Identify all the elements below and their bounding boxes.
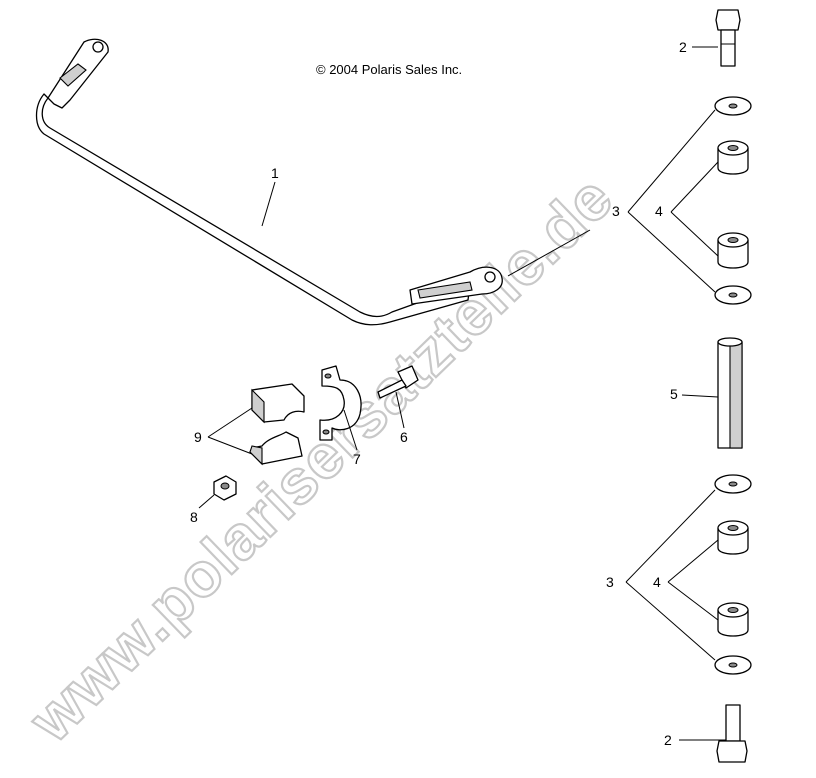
clamp-bushing-upper — [251, 383, 305, 424]
bushing-2 — [717, 232, 749, 269]
bushing-1 — [717, 140, 749, 175]
callout-2-top: 2 — [679, 39, 687, 55]
sleeve — [717, 337, 743, 449]
callout-8: 8 — [190, 509, 198, 525]
callout-2-bottom: 2 — [664, 732, 672, 748]
callout-9: 9 — [194, 429, 202, 445]
callout-3-bottom: 3 — [606, 574, 614, 590]
bolt-top — [715, 9, 741, 67]
callout-4-top: 4 — [655, 203, 663, 219]
bushing-3 — [717, 520, 749, 555]
stabilizer-bar — [35, 38, 503, 326]
clamp-bracket — [319, 365, 362, 441]
bushing-4 — [717, 602, 749, 637]
callout-4-bottom: 4 — [653, 574, 661, 590]
carriage-bolt — [377, 365, 419, 399]
callout-6: 6 — [400, 429, 408, 445]
nut — [213, 475, 237, 501]
bolt-bottom — [716, 704, 748, 763]
copyright-text: © 2004 Polaris Sales Inc. — [316, 62, 462, 77]
callout-3-top: 3 — [612, 203, 620, 219]
callout-5: 5 — [670, 386, 678, 402]
clamp-bushing-lower — [249, 431, 303, 466]
callout-1: 1 — [271, 165, 279, 181]
callout-7: 7 — [353, 451, 361, 467]
watermark-text: www.polarisersatzteile.de — [16, 163, 626, 756]
